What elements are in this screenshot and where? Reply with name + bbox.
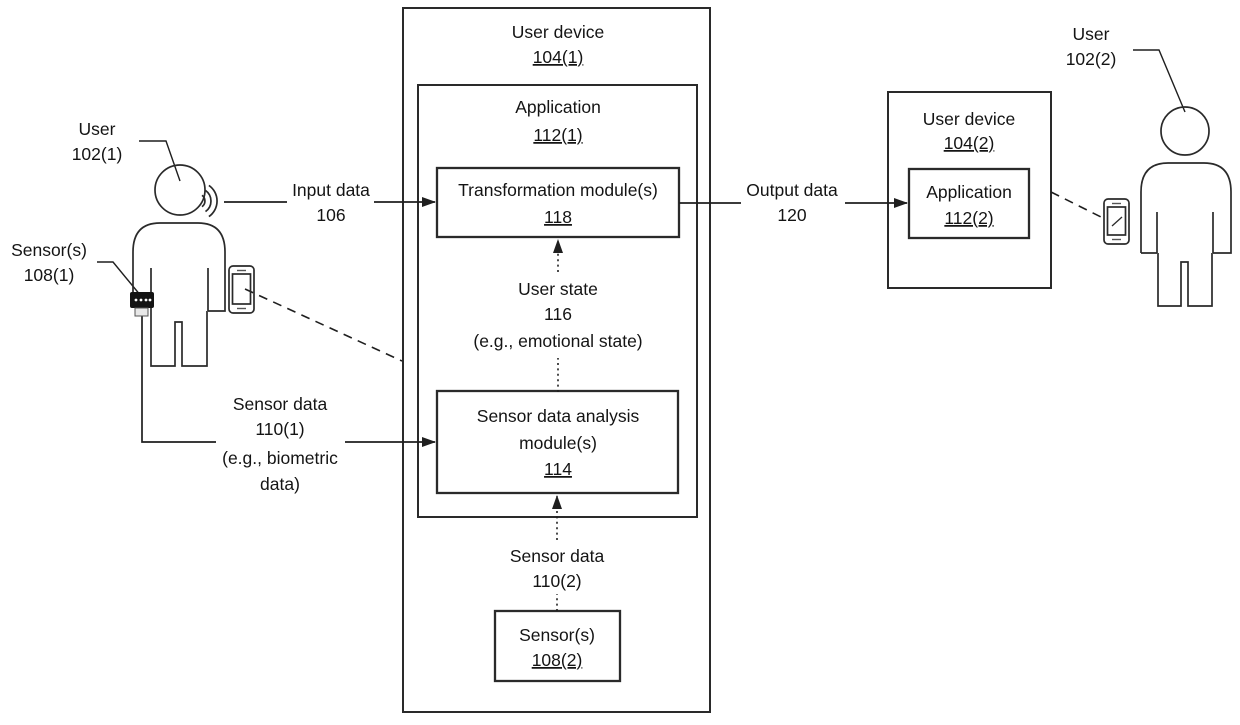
user-1-torso bbox=[132, 222, 226, 312]
user-state-label-line2: 116 bbox=[544, 304, 572, 324]
user-2-figure bbox=[1103, 106, 1232, 307]
user-1-figure bbox=[130, 164, 255, 367]
user-2-legs bbox=[1157, 253, 1213, 307]
sensor-analysis-module-box bbox=[435, 389, 680, 495]
sensor-data-2-label-line2: 110(2) bbox=[532, 571, 581, 591]
user-2-torso bbox=[1140, 162, 1232, 254]
phone-1-device-dashed-link bbox=[244, 288, 403, 362]
sensor-1-label-line1: Sensor(s) bbox=[11, 240, 87, 260]
user-device-2-title: User device bbox=[923, 109, 1015, 129]
wrist-sensor-dot bbox=[148, 298, 152, 302]
input-data-label-line2: 106 bbox=[316, 205, 345, 225]
phone-2-icon bbox=[1103, 198, 1130, 245]
user-device-1-ref: 104(1) bbox=[533, 47, 584, 67]
wrist-band bbox=[134, 307, 149, 317]
user-state-label-line1: User state bbox=[518, 279, 598, 299]
phone-1-body bbox=[228, 265, 255, 314]
user-1-pointer-line bbox=[139, 140, 181, 182]
sensor-1-label-line2: 108(1) bbox=[24, 265, 75, 285]
input-data-label-line1: Input data bbox=[292, 180, 370, 200]
sensor-analysis-ref: 114 bbox=[544, 459, 572, 479]
phone-2-screen bbox=[1106, 206, 1127, 236]
phone-1-screen bbox=[231, 273, 252, 305]
sensor-2-title: Sensor(s) bbox=[519, 625, 595, 645]
sensor-2-box bbox=[493, 609, 622, 683]
application-1-title: Application bbox=[515, 97, 601, 117]
user-1-label-line2: 102(1) bbox=[72, 144, 123, 164]
sensor-data-1-label-line2: 110(1) bbox=[255, 419, 304, 439]
sensor-data-1-line bbox=[141, 310, 216, 443]
user-1-label-line1: User bbox=[79, 119, 116, 139]
user-1-arms bbox=[150, 268, 209, 311]
output-data-label-line1: Output data bbox=[746, 180, 838, 200]
output-data-label-line2: 120 bbox=[777, 205, 806, 225]
user-2-pointer-line bbox=[1133, 49, 1186, 113]
user-1-head bbox=[154, 164, 206, 216]
sensor-analysis-title-line2: module(s) bbox=[519, 433, 597, 453]
user-device-2-box bbox=[887, 91, 1052, 289]
wrist-sensor-dot bbox=[144, 298, 148, 302]
user-1-legs bbox=[150, 311, 208, 367]
sensor-data-1-label-line3: (e.g., biometric bbox=[222, 448, 338, 468]
application-2-box bbox=[907, 167, 1031, 240]
user-2-label-line1: User bbox=[1073, 24, 1110, 44]
user-device-1-box bbox=[402, 7, 711, 713]
sensor-data-1-label-line4: data) bbox=[260, 474, 300, 494]
sensor-analysis-title-line1: Sensor data analysis bbox=[477, 406, 640, 426]
transformation-module-title: Transformation module(s) bbox=[458, 180, 658, 200]
user-2-label-line2: 102(2) bbox=[1066, 49, 1117, 69]
application-2-title: Application bbox=[926, 182, 1012, 202]
wrist-sensor-dot bbox=[134, 298, 138, 302]
user-2-arms bbox=[1156, 212, 1214, 253]
application-2-ref: 112(2) bbox=[944, 208, 993, 228]
phone-2-body bbox=[1103, 198, 1130, 245]
sensor-data-2-label-line1: Sensor data bbox=[510, 546, 605, 566]
user-2-head bbox=[1160, 106, 1210, 156]
user-device-1-title: User device bbox=[512, 22, 604, 42]
sensor-1-pointer-line bbox=[97, 261, 142, 297]
user-state-label-line3: (e.g., emotional state) bbox=[473, 331, 642, 351]
phone-2-device-dashed-link bbox=[1050, 191, 1104, 219]
sensor-data-1-label-line1: Sensor data bbox=[233, 394, 328, 414]
application-1-ref: 112(1) bbox=[533, 125, 582, 145]
user-device-2-ref: 104(2) bbox=[944, 133, 995, 153]
sensor-2-ref: 108(2) bbox=[532, 650, 583, 670]
phone-1-icon bbox=[228, 265, 255, 314]
wrist-sensor-dot bbox=[139, 298, 143, 302]
speech-waves-icon bbox=[201, 184, 218, 218]
transformation-module-ref: 118 bbox=[544, 207, 572, 227]
phone-2-screen-mark bbox=[1111, 216, 1123, 227]
